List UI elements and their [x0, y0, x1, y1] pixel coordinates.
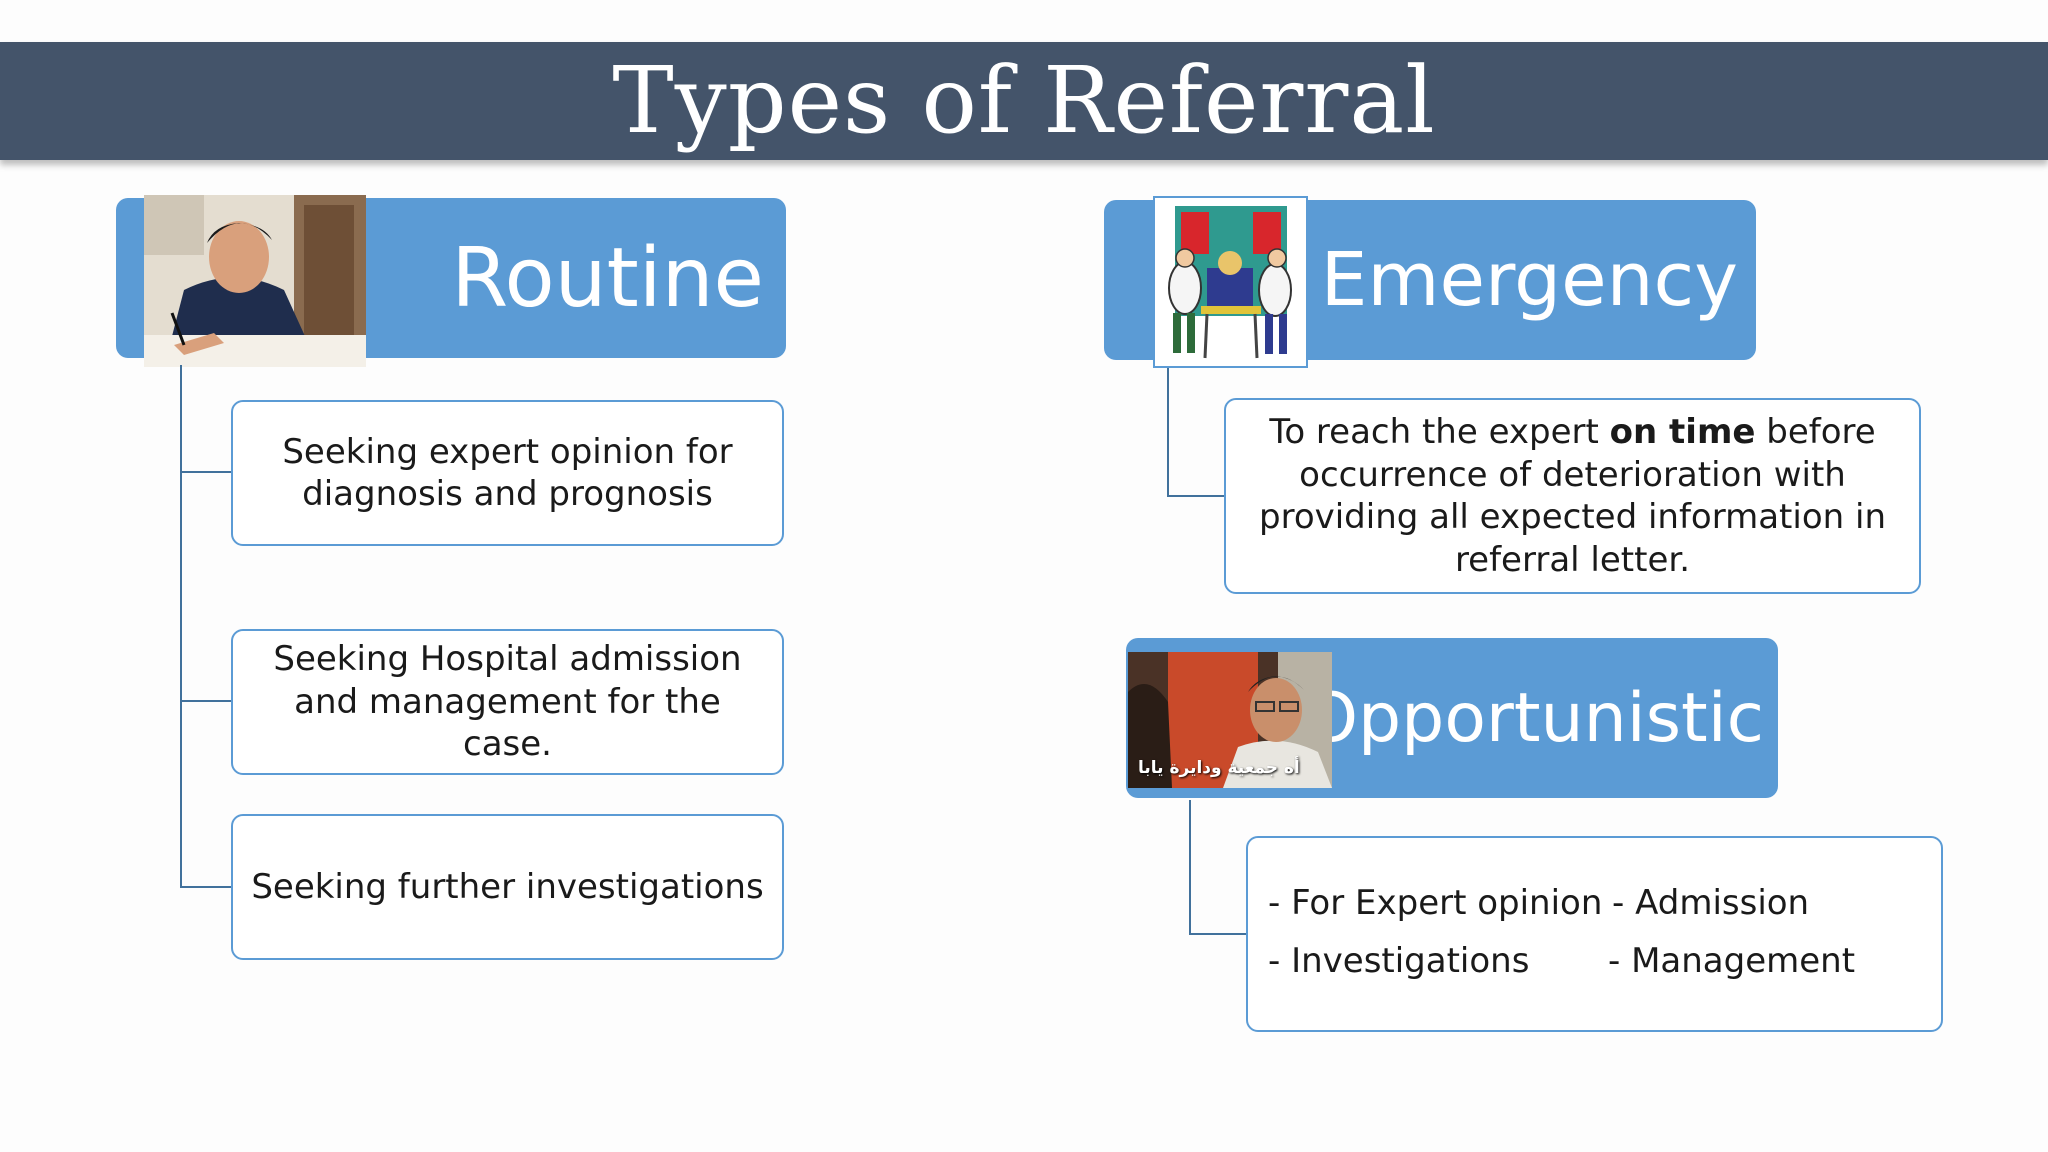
routine-header-label: Routine: [451, 230, 764, 326]
routine-item-3: Seeking further investigations: [231, 814, 784, 960]
emergency-clipart: [1153, 196, 1308, 368]
opportunistic-item-expert-opinion: - For Expert opinion: [1268, 883, 1603, 923]
routine-connector-vertical: [180, 365, 182, 888]
opportunistic-photo: أه جمعية ودايرة يابا: [1128, 652, 1332, 788]
opportunistic-header-label: Opportunistic: [1304, 678, 1764, 758]
opportunistic-item-investigations: - Investigations: [1268, 941, 1530, 981]
emergency-connector-horizontal: [1167, 495, 1225, 497]
routine-item-1-text: Seeking expert opinion for diagnosis and…: [282, 431, 733, 515]
emergency-item: To reach the expert on time before occur…: [1224, 398, 1921, 594]
routine-connector-2: [180, 700, 232, 702]
opportunistic-item-management: - Management: [1608, 941, 1856, 981]
routine-connector-1: [180, 471, 232, 473]
opportunistic-item: - For Expert opinion - Admission - Inves…: [1246, 836, 1943, 1032]
routine-item-2: Seeking Hospital admission and managemen…: [231, 629, 784, 775]
opportunistic-photo-caption: أه جمعية ودايرة يابا: [1138, 758, 1300, 778]
emergency-text-before: To reach the expert: [1269, 412, 1610, 452]
emergency-connector-vertical: [1167, 368, 1169, 497]
routine-item-1: Seeking expert opinion for diagnosis and…: [231, 400, 784, 546]
opportunistic-list: - For Expert opinion - Admission - Inves…: [1268, 838, 1927, 1030]
opportunistic-connector-vertical: [1189, 800, 1191, 935]
title-bar: Types of Referral: [0, 42, 2048, 160]
emergency-text-bold: on time: [1609, 412, 1756, 452]
emergency-item-text: To reach the expert on time before occur…: [1240, 411, 1905, 581]
opportunistic-item-admission: - Admission: [1612, 883, 1810, 923]
routine-photo: [144, 195, 366, 367]
opportunistic-connector-horizontal: [1189, 933, 1247, 935]
emergency-text-after: before occurrence of deterioration with …: [1259, 412, 1886, 580]
slide-title: Types of Referral: [612, 47, 1436, 154]
routine-connector-3: [180, 886, 232, 888]
routine-item-3-text: Seeking further investigations: [251, 866, 764, 907]
emergency-header-label: Emergency: [1320, 237, 1738, 323]
routine-item-2-text: Seeking Hospital admission and managemen…: [273, 639, 742, 765]
